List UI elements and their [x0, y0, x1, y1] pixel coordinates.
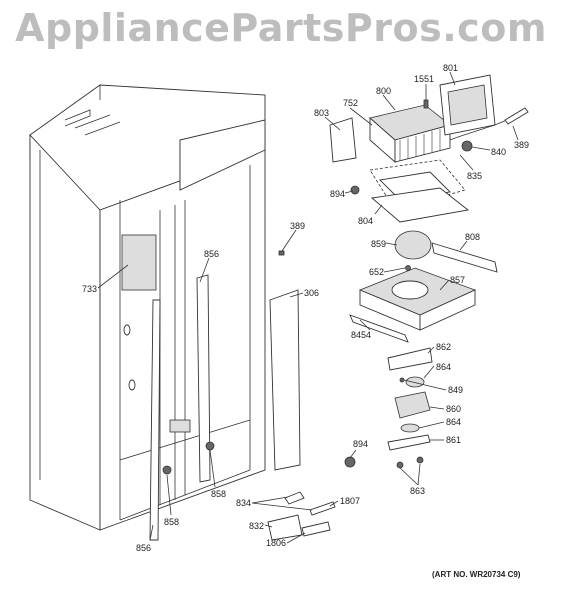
callout-835: 835: [467, 171, 482, 181]
callout-856-bottom: 856: [136, 543, 151, 553]
callout-834: 834: [236, 498, 251, 508]
callout-832: 832: [249, 521, 264, 531]
callout-804: 804: [358, 216, 373, 226]
callout-389-evap: 389: [514, 140, 529, 150]
callout-894-upper: 894: [330, 189, 345, 199]
callout-733: 733: [82, 284, 97, 294]
cabinet-drawing: [29, 84, 266, 531]
callout-864-lower: 864: [446, 417, 461, 427]
callout-800: 800: [376, 86, 391, 96]
callout-857: 857: [450, 275, 465, 285]
callout-1806: 1806: [266, 538, 286, 548]
callout-8454: 8454: [351, 330, 371, 340]
callout-849: 849: [448, 385, 463, 395]
callout-861: 861: [446, 435, 461, 445]
callout-863: 863: [410, 486, 425, 496]
callout-862: 862: [436, 342, 451, 352]
callout-864-upper: 864: [436, 362, 451, 372]
callout-808: 808: [465, 232, 480, 242]
callout-1551: 1551: [414, 74, 434, 84]
callout-1807: 1807: [340, 496, 360, 506]
callout-labels: 733 856 856 858 858 389 306 803 752 800 …: [82, 63, 529, 553]
callout-860: 860: [446, 404, 461, 414]
callout-803: 803: [314, 108, 329, 118]
callout-856-top: 856: [204, 249, 219, 259]
callout-894-lower: 894: [353, 439, 368, 449]
callout-652: 652: [369, 267, 384, 277]
callout-858-right: 858: [211, 489, 226, 499]
watermark: AppliancePartsPros.com: [15, 6, 547, 50]
callout-858-left: 858: [164, 517, 179, 527]
callout-801: 801: [443, 63, 458, 73]
art-number: (ART NO. WR20734 C9): [432, 570, 521, 579]
callout-752: 752: [343, 98, 358, 108]
callout-840: 840: [491, 147, 506, 157]
callout-859: 859: [371, 239, 386, 249]
callout-389-cabinet: 389: [290, 221, 305, 231]
callout-306: 306: [304, 288, 319, 298]
